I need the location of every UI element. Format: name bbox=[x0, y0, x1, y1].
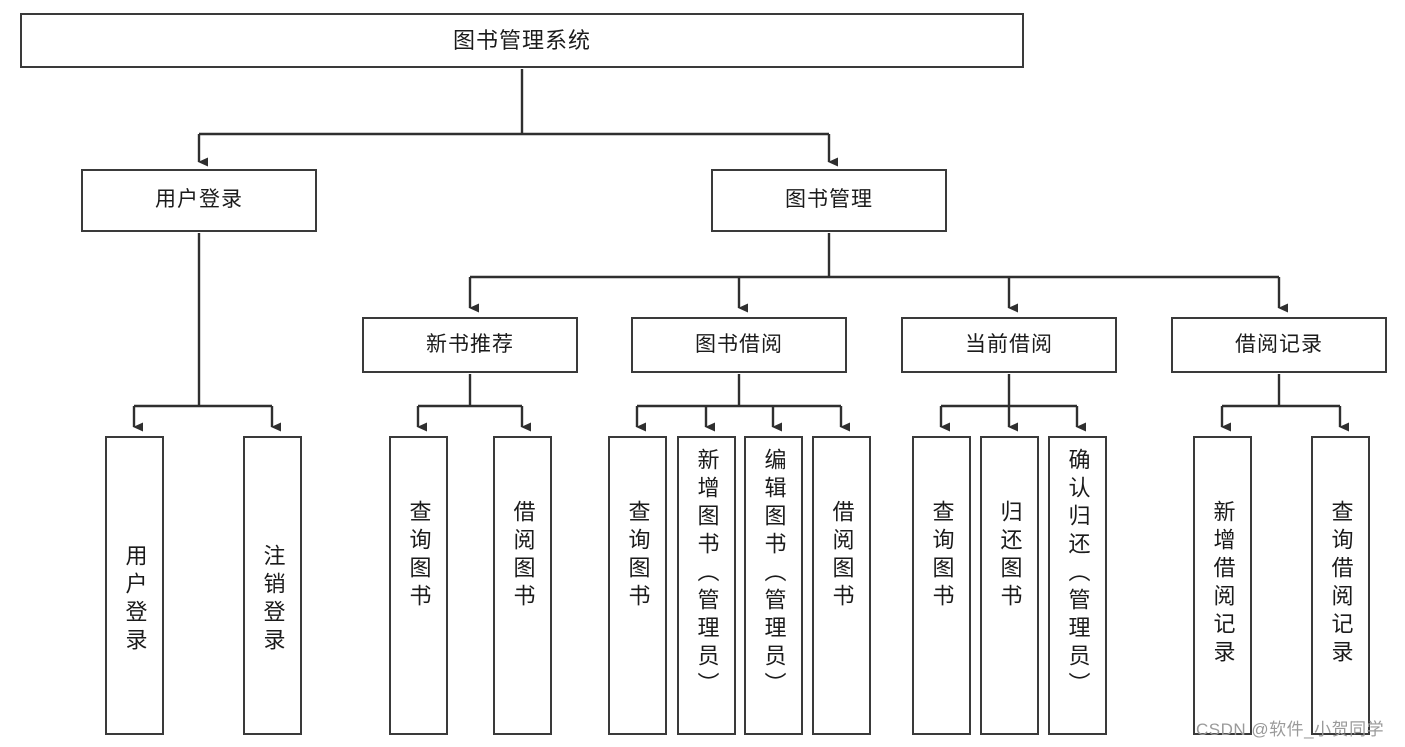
csdn-watermark: CSDN @软件_小贺同学 bbox=[1196, 720, 1385, 739]
leaf-current-query-book[interactable]: 查询图书 bbox=[912, 436, 971, 735]
node-label: 借阅图书 bbox=[829, 500, 855, 612]
node-label: 图书管理 bbox=[785, 188, 873, 212]
node-borrow-record[interactable]: 借阅记录 bbox=[1171, 317, 1387, 373]
node-label: 查询图书 bbox=[625, 500, 651, 612]
node-label: 借阅记录 bbox=[1235, 332, 1323, 356]
leaf-user-login-login[interactable]: 用户登录 bbox=[105, 436, 164, 735]
node-label: 查询借阅记录 bbox=[1328, 500, 1354, 668]
leaf-borrow-borrow-book[interactable]: 借阅图书 bbox=[812, 436, 871, 735]
leaf-borrow-add-book-admin[interactable]: 新增图书（管理员） bbox=[677, 436, 736, 735]
node-label: 编辑图书（管理员） bbox=[761, 448, 787, 700]
node-new-book-recommend[interactable]: 新书推荐 bbox=[362, 317, 578, 373]
leaf-current-return-book[interactable]: 归还图书 bbox=[980, 436, 1039, 735]
leaf-user-login-logout[interactable]: 注销登录 bbox=[243, 436, 302, 735]
leaf-recommend-borrow-book[interactable]: 借阅图书 bbox=[493, 436, 552, 735]
leaf-borrow-edit-book-admin[interactable]: 编辑图书（管理员） bbox=[744, 436, 803, 735]
node-user-login[interactable]: 用户登录 bbox=[81, 169, 317, 232]
node-label: 查询图书 bbox=[929, 500, 955, 612]
leaf-record-add-record[interactable]: 新增借阅记录 bbox=[1193, 436, 1252, 735]
leaf-record-query-record[interactable]: 查询借阅记录 bbox=[1311, 436, 1370, 735]
node-label: 借阅图书 bbox=[510, 500, 536, 612]
node-label: 归还图书 bbox=[997, 500, 1023, 612]
node-label: 用户登录 bbox=[155, 188, 243, 212]
node-label: 注销登录 bbox=[260, 544, 286, 656]
node-label: 图书管理系统 bbox=[452, 27, 591, 53]
node-label: 新增借阅记录 bbox=[1210, 500, 1236, 668]
leaf-current-confirm-return-admin[interactable]: 确认归还（管理员） bbox=[1048, 436, 1107, 735]
leaf-recommend-query-book[interactable]: 查询图书 bbox=[389, 436, 448, 735]
node-current-borrow[interactable]: 当前借阅 bbox=[901, 317, 1117, 373]
node-label: 用户登录 bbox=[122, 544, 148, 656]
node-label: 新书推荐 bbox=[426, 332, 514, 356]
node-label: 确认归还（管理员） bbox=[1065, 448, 1091, 700]
node-root-system[interactable]: 图书管理系统 bbox=[20, 13, 1024, 68]
node-book-borrow[interactable]: 图书借阅 bbox=[631, 317, 847, 373]
leaf-borrow-query-book[interactable]: 查询图书 bbox=[608, 436, 667, 735]
node-label: 新增图书（管理员） bbox=[694, 448, 720, 700]
node-label: 图书借阅 bbox=[695, 332, 783, 356]
node-label: 当前借阅 bbox=[965, 332, 1053, 356]
node-label: 查询图书 bbox=[406, 500, 432, 612]
node-book-management[interactable]: 图书管理 bbox=[711, 169, 947, 232]
